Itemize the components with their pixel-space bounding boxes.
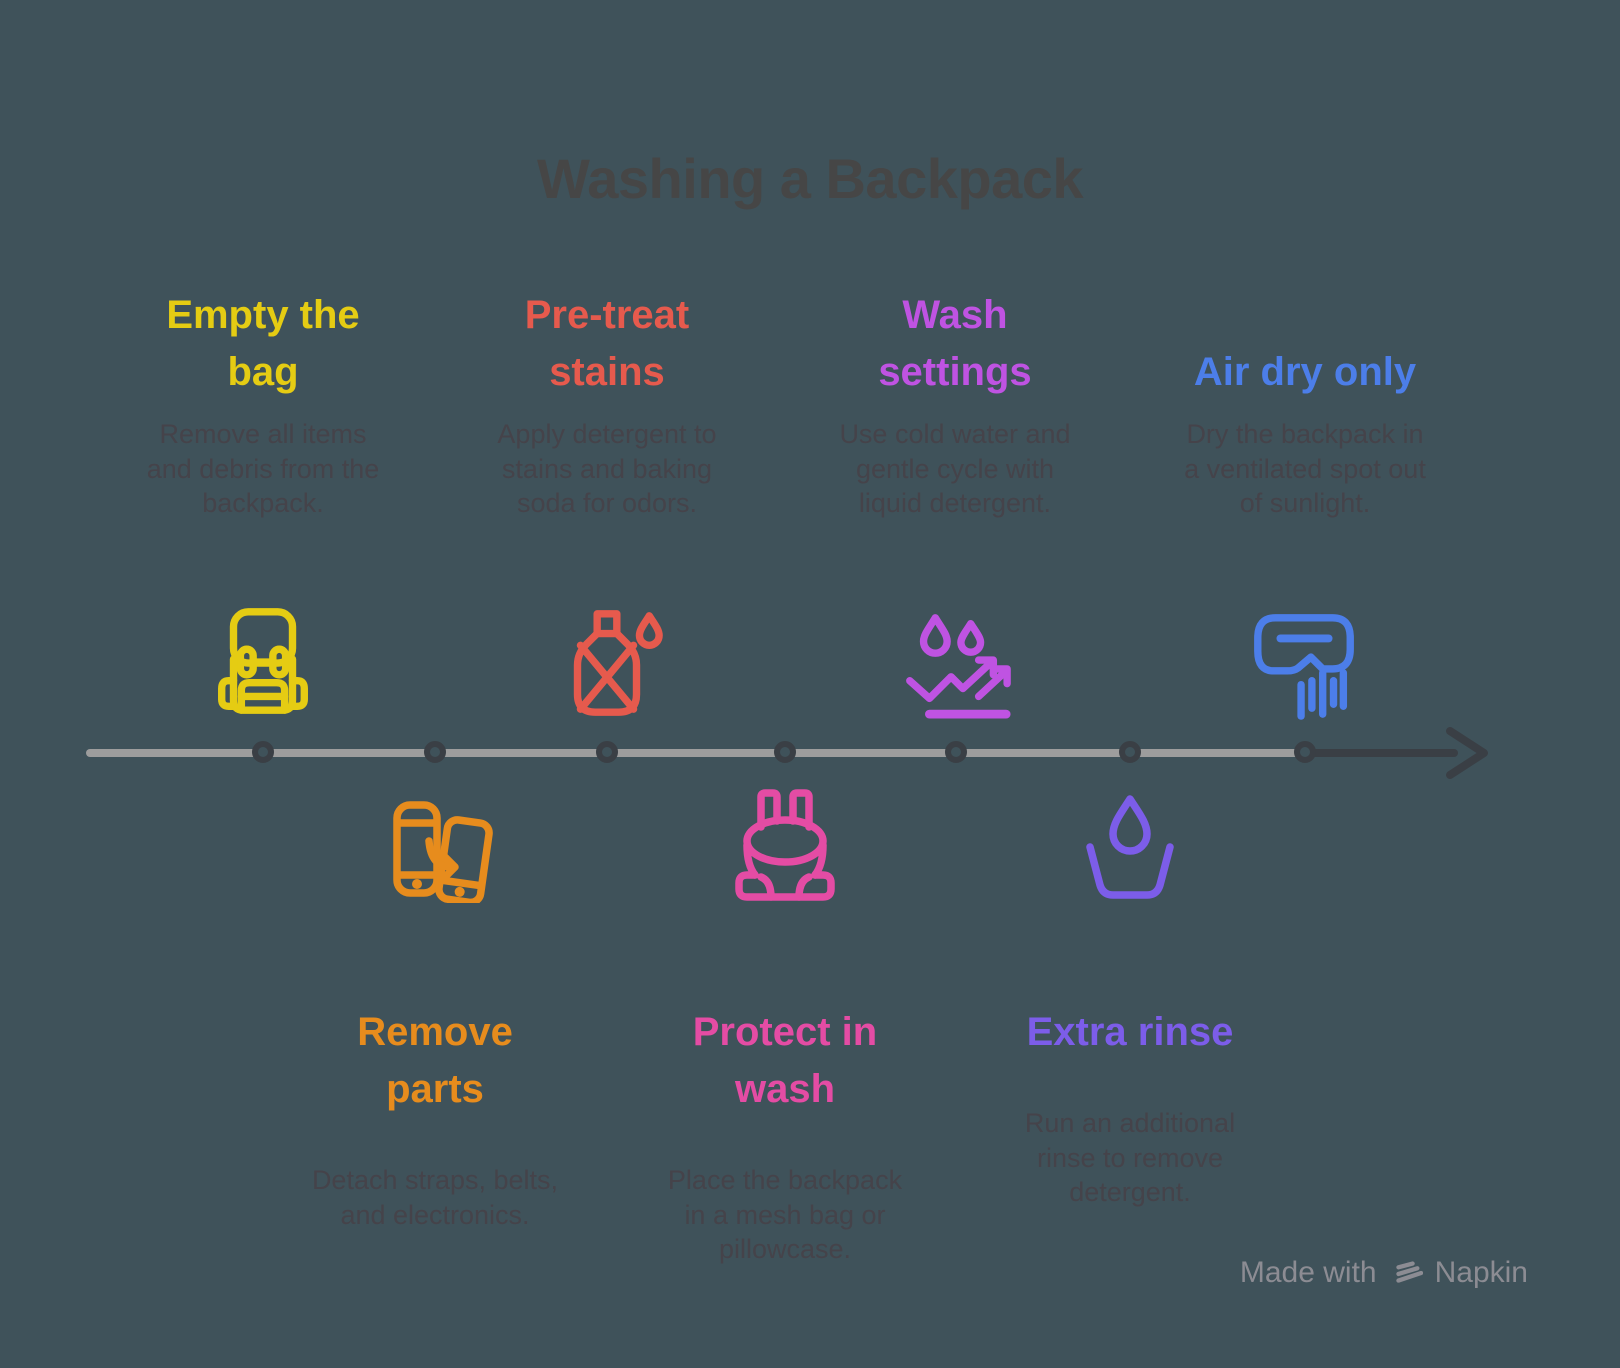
step-column-protect-in-wash: Protect in wash Place the backpack in a … [605, 1004, 965, 1267]
step-heading: Protect in wash [605, 1004, 965, 1118]
made-with-label: Made with [1239, 1256, 1377, 1289]
heading-line: parts [386, 1067, 484, 1111]
step-description: Use cold water and gentle cycle with liq… [839, 419, 1071, 518]
heading-line: bag [227, 350, 299, 394]
phone-transfer-icon [393, 801, 493, 903]
timeline-dot [773, 741, 796, 763]
timeline-line [86, 749, 1306, 757]
step-description: Apply detergent to stains and baking sod… [497, 419, 717, 518]
step-description: Dry the backpack in a ventilated spot ou… [1184, 419, 1426, 518]
step-column-remove-parts: Remove parts Detach straps, belts, and e… [255, 1004, 615, 1232]
heading-line: Remove [357, 1010, 513, 1054]
rinse-basin-icon [1086, 795, 1174, 899]
step-column-wash-settings: Wash settings Use cold water and gentle … [775, 287, 1135, 521]
step-description: Detach straps, belts, and electronics. [311, 1165, 559, 1230]
water-repel-icon [906, 614, 1011, 719]
step-heading: Remove parts [255, 1004, 615, 1118]
backpack-icon [218, 608, 308, 714]
made-with-napkin: Made with Napkin [1240, 1256, 1528, 1290]
detergent-bottle-icon [573, 610, 663, 716]
napkin-logo-icon [1395, 1261, 1423, 1283]
step-column-air-dry-only: Air dry only Dry the backpack in a venti… [1125, 287, 1485, 521]
timeline-dot [944, 741, 967, 763]
timeline-arrow-icon [1446, 727, 1488, 779]
timeline-dot [423, 741, 446, 763]
timeline-arrow-shaft [1302, 749, 1458, 757]
backpack-harness-icon [735, 789, 835, 901]
step-description: Place the backpack in a mesh bag or pill… [667, 1165, 903, 1264]
timeline-dot [1293, 741, 1316, 763]
heading-line: stains [549, 350, 665, 394]
step-heading: Air dry only [1125, 287, 1485, 401]
timeline-dot [251, 741, 274, 763]
heading-line: Wash [902, 293, 1008, 337]
step-column-pre-treat-stains: Pre-treat stains Apply detergent to stai… [427, 287, 787, 521]
step-column-extra-rinse: Extra rinse Run an additional rinse to r… [950, 1004, 1310, 1210]
step-description: Remove all items and debris from the bac… [146, 419, 380, 518]
air-dry-icon [1254, 614, 1354, 720]
step-heading: Pre-treat stains [427, 287, 787, 401]
heading-line: Protect in [692, 1010, 878, 1054]
napkin-brand: Napkin [1434, 1256, 1528, 1289]
heading-line: Air dry only [1193, 350, 1417, 394]
heading-line: wash [734, 1067, 836, 1111]
heading-line: Extra rinse [1026, 1010, 1234, 1054]
timeline-dot [1118, 741, 1141, 763]
step-heading: Wash settings [775, 287, 1135, 401]
page-title: Washing a Backpack [536, 147, 1084, 210]
heading-line: Empty the [166, 293, 360, 337]
timeline-dot [595, 741, 618, 763]
step-heading: Extra rinse [950, 1004, 1310, 1061]
heading-line: settings [878, 350, 1032, 394]
step-column-empty-the-bag: Empty the bag Remove all items and debri… [83, 287, 443, 521]
step-heading: Empty the bag [83, 287, 443, 401]
step-description: Run an additional rinse to remove deterg… [1024, 1108, 1236, 1207]
heading-line: Pre-treat [524, 293, 690, 337]
